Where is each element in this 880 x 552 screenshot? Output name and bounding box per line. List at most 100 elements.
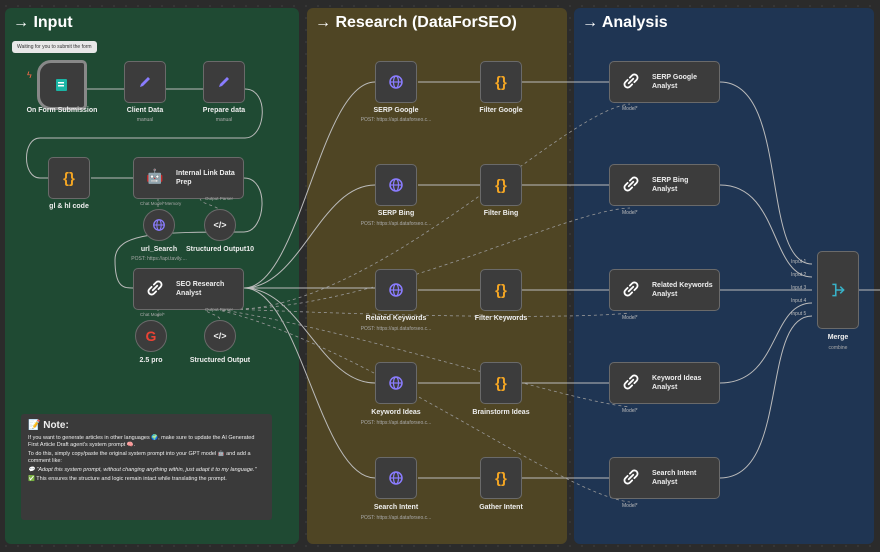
- filter-google-label: Filter Google: [479, 107, 523, 114]
- related-keywords-analyst-node[interactable]: Related Keywords Analyst: [609, 269, 720, 311]
- curly-braces-icon: {}: [63, 169, 75, 187]
- serp-google-analyst-node[interactable]: SERP Google Analyst: [609, 61, 720, 103]
- serp-google-analyst-label: SERP Google Analyst: [652, 74, 697, 90]
- on-form-submission-node[interactable]: [37, 60, 87, 110]
- search-intent-analyst-label: Search Intent Analyst: [652, 470, 697, 486]
- form-icon: [56, 79, 67, 91]
- merge-input-2-label: Input 2: [791, 272, 807, 278]
- keyword-ideas-label: Keyword Ideas: [371, 409, 421, 416]
- search-intent-sub: POST: https://api.dataforseo.c...: [360, 515, 432, 521]
- keyword-ideas-node[interactable]: [375, 362, 417, 404]
- curly-braces-icon: {}: [495, 73, 507, 91]
- client-data-label: Client Data: [126, 107, 164, 114]
- google-g-icon: G: [145, 328, 157, 344]
- note-paragraph-2: To do this, simply copy/paste the origin…: [28, 451, 251, 464]
- keyword-ideas-analyst-label: Keyword Ideas Analyst: [652, 375, 702, 391]
- trigger-bolt-icon: ϟ: [27, 70, 32, 80]
- globe-icon: [389, 75, 403, 89]
- filter-bing-node[interactable]: {}: [480, 164, 522, 206]
- gemini-model-label: 2.5 pro: [139, 357, 163, 364]
- port-output-parser: Output Parser: [205, 196, 234, 201]
- globe-icon: [389, 376, 403, 390]
- prepare-data-label: Prepare data: [202, 107, 246, 114]
- client-data-node[interactable]: [124, 61, 166, 103]
- related-keywords-node[interactable]: [375, 269, 417, 311]
- sticky-note[interactable]: 📝 Note: If you want to generate articles…: [21, 414, 272, 520]
- curly-braces-icon: {}: [495, 374, 507, 392]
- globe-icon: [389, 178, 403, 192]
- model-port-label: Model*: [622, 408, 638, 414]
- serp-bing-analyst-label: SERP Bing Analyst: [652, 177, 689, 193]
- filter-bing-label: Filter Bing: [483, 210, 519, 217]
- internal-link-data-prep-label: Internal Link Data Prep: [176, 170, 235, 186]
- serp-bing-label: SERP Bing: [377, 210, 415, 217]
- link-icon: [147, 280, 163, 296]
- search-intent-analyst-node[interactable]: Search Intent Analyst: [609, 457, 720, 499]
- structured-output10-node[interactable]: </>: [204, 209, 236, 241]
- curly-braces-icon: {}: [495, 281, 507, 299]
- pencil-icon: [219, 77, 229, 87]
- search-intent-node[interactable]: [375, 457, 417, 499]
- brainstorm-ideas-label: Brainstorm Ideas: [472, 409, 530, 416]
- note-title: 📝 Note:: [28, 420, 69, 431]
- filter-google-node[interactable]: {}: [480, 61, 522, 103]
- gather-intent-label: Gather Intent: [479, 504, 523, 511]
- gemini-model-node[interactable]: G: [135, 320, 167, 352]
- model-port-label: Model*: [622, 315, 638, 321]
- seo-research-analyst-node[interactable]: SEO Research Analyst: [133, 268, 244, 310]
- related-keywords-sub: POST: https://api.dataforseo.c...: [360, 326, 432, 332]
- model-port-label: Model*: [622, 106, 638, 112]
- serp-bing-node[interactable]: [375, 164, 417, 206]
- prepare-data-node[interactable]: [203, 61, 245, 103]
- keyword-ideas-analyst-node[interactable]: Keyword Ideas Analyst: [609, 362, 720, 404]
- internal-link-data-prep-node[interactable]: 🤖 Internal Link Data Prep: [133, 157, 244, 199]
- structured-output10-label: Structured Output10: [185, 246, 255, 253]
- filter-keywords-label: Filter Keywords: [474, 315, 528, 322]
- seo-research-analyst-label: SEO Research Analyst: [176, 281, 225, 297]
- note-paragraph-1: If you want to generate articles in othe…: [28, 435, 255, 448]
- globe-icon: [153, 219, 165, 231]
- prepare-data-sub: manual: [215, 117, 233, 123]
- gl-hl-code-label: gl & hl code: [49, 203, 89, 210]
- search-intent-label: Search Intent: [373, 504, 419, 511]
- gl-hl-code-node[interactable]: {}: [48, 157, 90, 199]
- model-port-label: Model*: [622, 210, 638, 216]
- gather-intent-node[interactable]: {}: [480, 457, 522, 499]
- group-research: → Research (DataForSEO): [307, 8, 567, 544]
- serp-google-sub: POST: https://api.dataforseo.c...: [360, 117, 432, 123]
- code-icon: </>: [213, 220, 227, 230]
- filter-keywords-node[interactable]: {}: [480, 269, 522, 311]
- url-search-node[interactable]: [143, 209, 175, 241]
- serp-google-node[interactable]: [375, 61, 417, 103]
- merge-input-1-label: Input 1: [791, 259, 807, 265]
- structured-output-node[interactable]: </>: [204, 320, 236, 352]
- globe-icon: [389, 283, 403, 297]
- merge-node[interactable]: [817, 251, 859, 329]
- related-keywords-analyst-label: Related Keywords Analyst: [652, 282, 713, 298]
- model-port-label: Model*: [622, 503, 638, 509]
- link-icon: [623, 176, 639, 192]
- brainstorm-ideas-node[interactable]: {}: [480, 362, 522, 404]
- waiting-tooltip: Waiting for you to submit the form: [12, 41, 97, 53]
- related-keywords-label: Related Keywords: [365, 315, 427, 322]
- link-icon: [623, 469, 639, 485]
- url-search-sub: POST: https://api.tavily....: [131, 256, 187, 262]
- note-paragraph-3: 💬 "Adopt this system prompt, without cha…: [28, 467, 257, 473]
- merge-input-4-label: Input 4: [791, 298, 807, 304]
- note-paragraph-4: ✅ This ensures the structure and logic r…: [28, 476, 227, 482]
- keyword-ideas-sub: POST: https://api.dataforseo.c...: [360, 420, 432, 426]
- port-memory: Memory: [165, 201, 182, 206]
- port-chat-model-2: Chat Model*: [140, 312, 165, 317]
- serp-bing-analyst-node[interactable]: SERP Bing Analyst: [609, 164, 720, 206]
- serp-google-label: SERP Google: [373, 107, 419, 114]
- robot-icon: 🤖: [146, 168, 164, 184]
- globe-icon: [389, 471, 403, 485]
- group-title-input: → Input: [13, 14, 73, 31]
- curly-braces-icon: {}: [495, 469, 507, 487]
- merge-label: Merge: [827, 334, 849, 341]
- group-title-research: → Research (DataForSEO): [315, 14, 517, 31]
- on-form-submission-label: On Form Submission: [26, 107, 98, 114]
- port-chat-model: Chat Model*: [140, 201, 165, 206]
- merge-sub: combine: [828, 345, 848, 351]
